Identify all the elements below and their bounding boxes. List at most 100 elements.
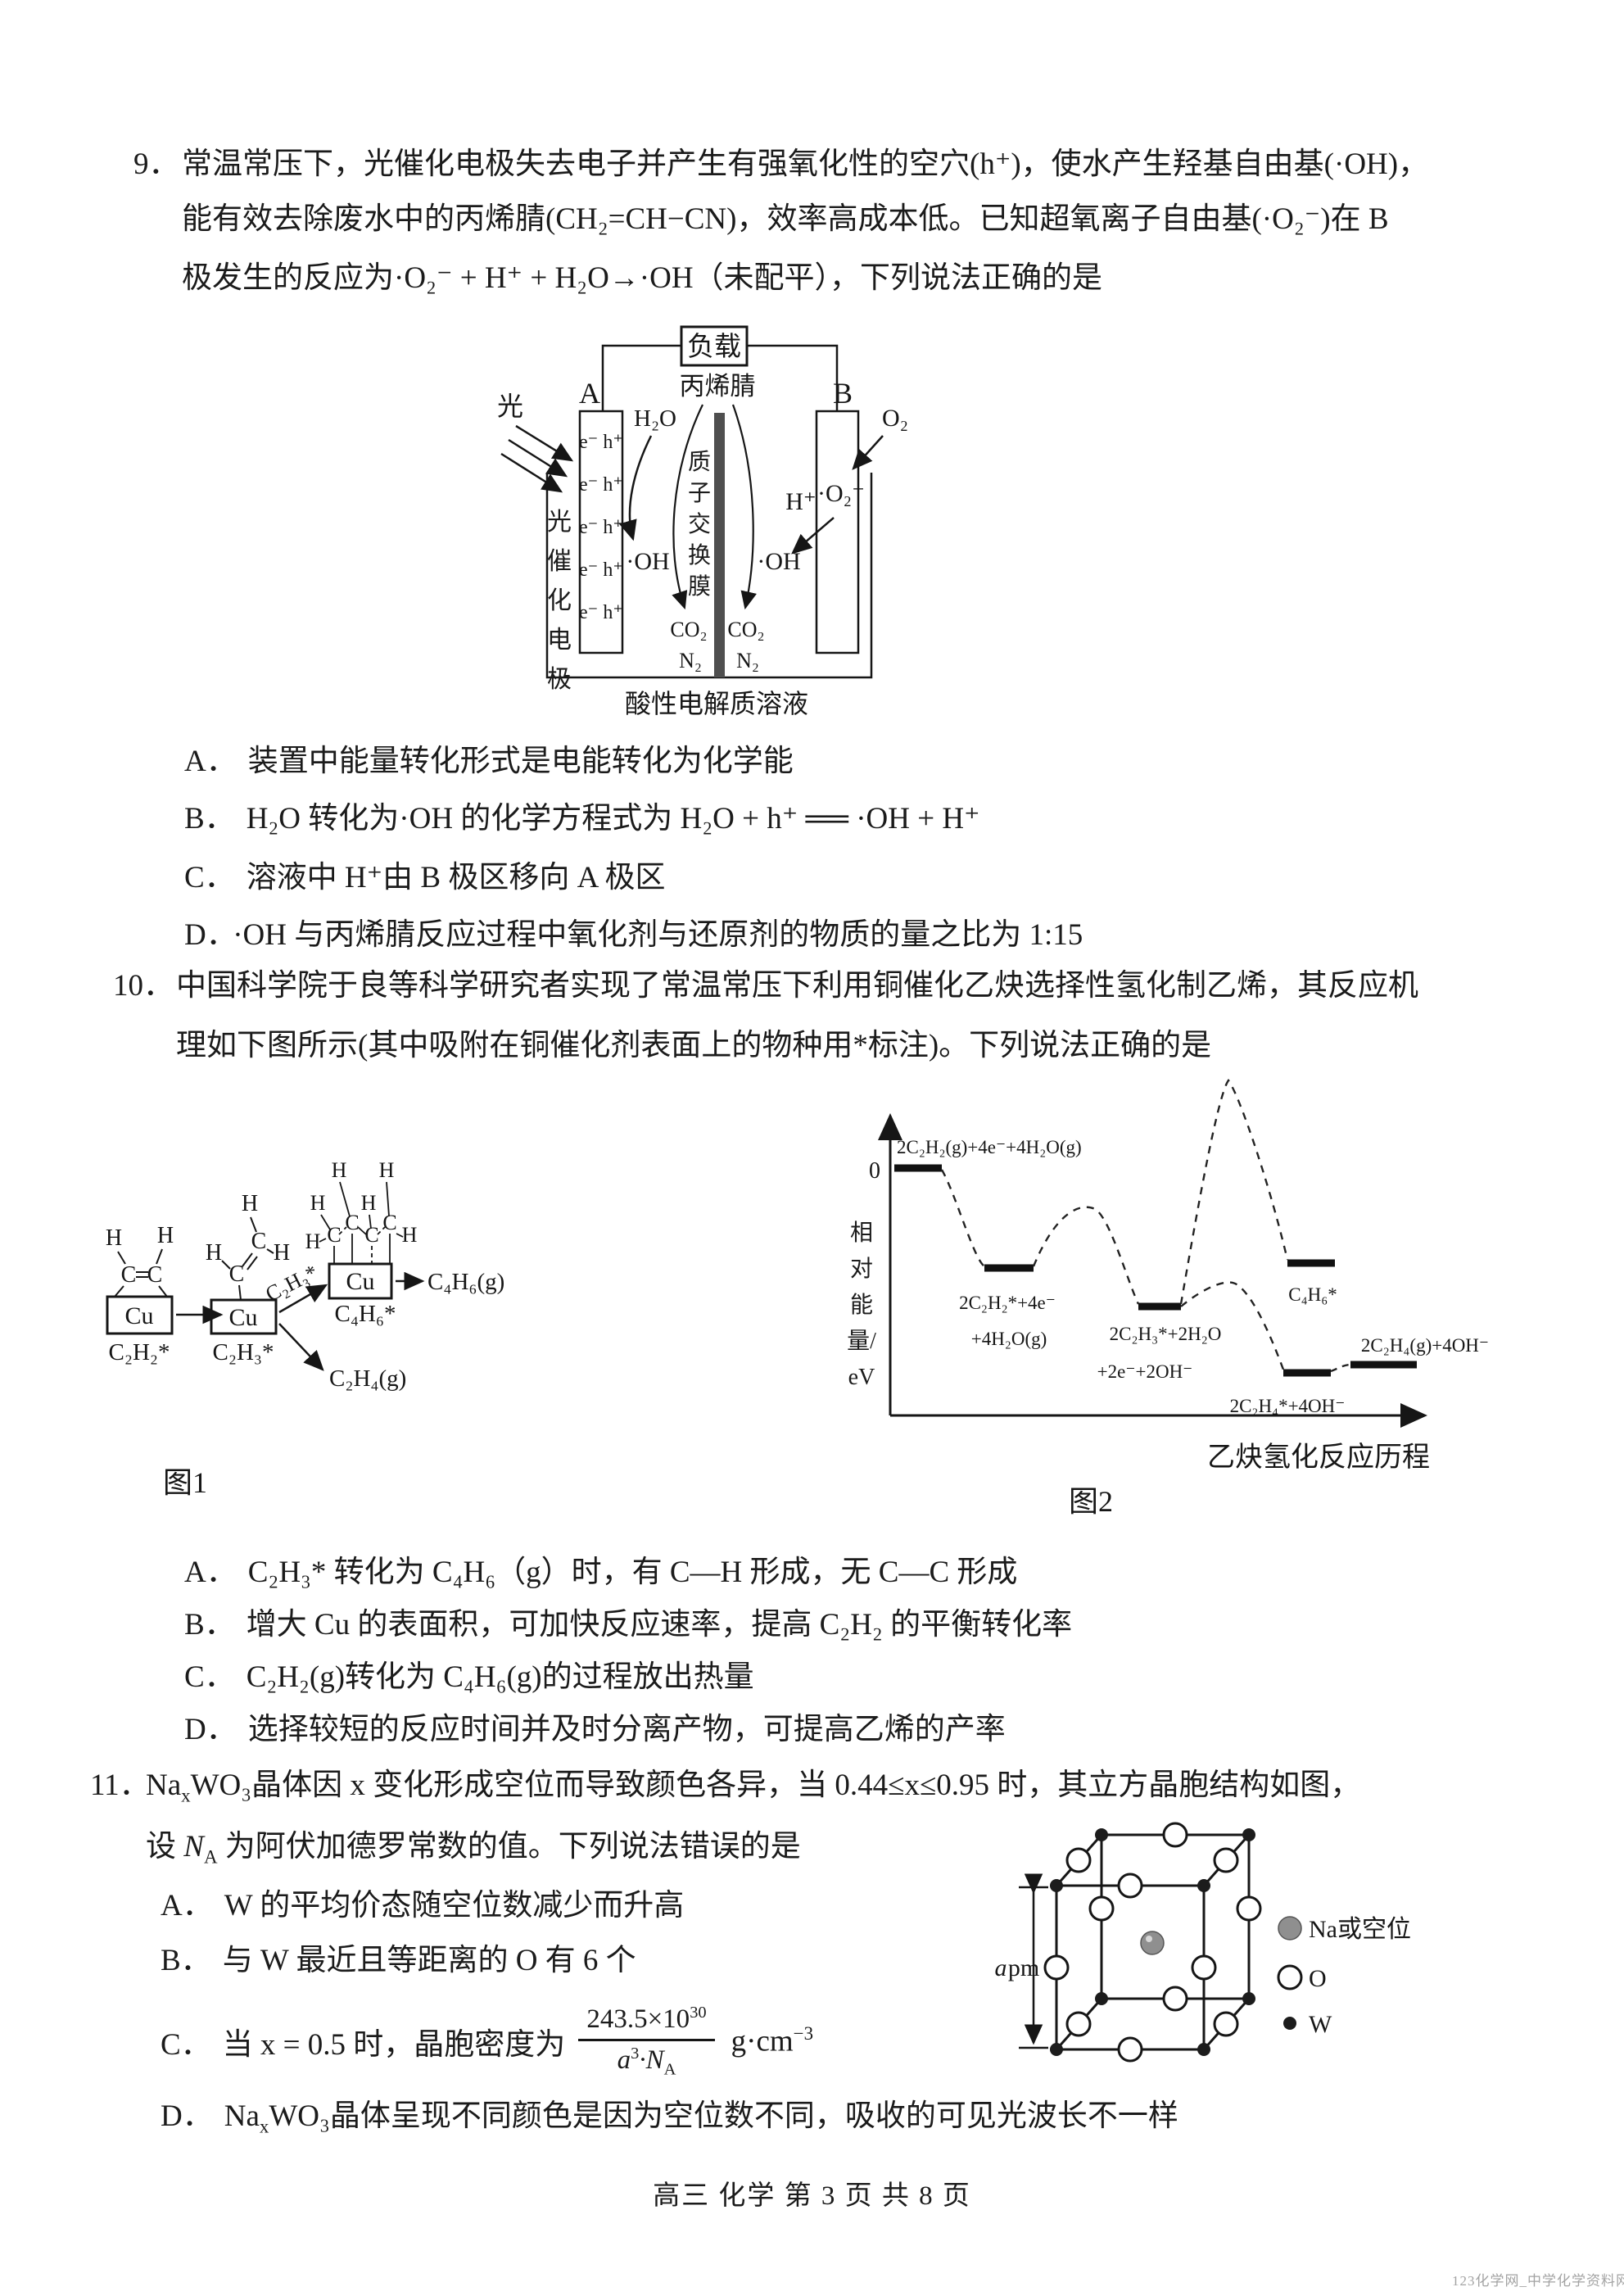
q9-option-d-text: ·OH 与丙烯腈反应过程中氧化剂与还原剂的物质的量之比为 1:15 <box>233 918 1083 952</box>
q11-stem-line2: 设 NA 为阿伏加德罗常数的值。下列说法错误的是 <box>146 1818 801 1877</box>
mol3-h: H <box>379 1158 395 1182</box>
q10-figure1: H H C C Cu C₂H₂* H C H H C Cu C₂H₃* C₂H₃… <box>106 1158 504 1499</box>
legend-w-icon <box>1283 2017 1296 2030</box>
w-atom <box>1095 1828 1108 1841</box>
o-atom <box>1117 1873 1143 1899</box>
level-5-label: 2C₂H₄*+4OH⁻ <box>1230 1396 1346 1416</box>
eh-pair-3: e⁻ h⁺ <box>579 517 623 538</box>
numerator-exponent: 30 <box>690 2003 707 2022</box>
load-label: 负载 <box>687 332 741 362</box>
h2o-label: H₂O <box>634 405 676 432</box>
path-1-2 <box>940 1169 985 1267</box>
superoxide-arrow <box>791 517 835 555</box>
denominator-na-sub: A <box>663 2060 676 2079</box>
q11-option-c-label: C． <box>161 2028 211 2062</box>
mol3-bond <box>339 1181 351 1217</box>
q9-option-c-text: 溶液中 H⁺由 B 极区移向 A 极区 <box>246 861 666 894</box>
co2-left-label: CO₂ <box>670 618 707 641</box>
legend-na-label: Na或空位 <box>1309 1916 1411 1943</box>
species1-label: C₂H₂* <box>108 1339 170 1365</box>
numerator-main: 243.5×10 <box>586 2004 690 2034</box>
level-4-label: C₄H₆* <box>1288 1284 1337 1305</box>
na-atom-highlight <box>1146 1936 1152 1942</box>
feed-curve-right <box>731 404 757 610</box>
species2-label: C₂H₃* <box>212 1339 274 1365</box>
feed-curve-left <box>672 404 703 610</box>
o-atom <box>1088 1895 1115 1922</box>
y-zero-tick: 0 <box>869 1158 880 1184</box>
q9-stem-line2: 能有效去除废水中的丙烯腈(CH₂=CH−CN)，效率高成本低。已知超氧离子自由基… <box>182 202 1389 236</box>
level-6-label: 2C₂H₄(g)+4OH⁻ <box>1361 1335 1489 1356</box>
mol3-c: C <box>327 1223 341 1247</box>
beaker <box>545 473 873 679</box>
oh-left-label: ·OH <box>626 548 669 575</box>
mol1-c1: C <box>121 1262 137 1288</box>
q11-option-d-post: WO₃晶体呈现不同颜色是因为空位数不同，吸收的可见光波长不一样 <box>269 2099 1178 2133</box>
q10-option-c-text: C₂H₂(g)转化为 C₄H₆(g)的过程放出热量 <box>246 1660 754 1694</box>
unit-main: g·cm <box>731 2024 794 2058</box>
mol3-cc-bond <box>357 1226 367 1235</box>
light-ray-2 <box>508 438 568 478</box>
q9-stem-line1: 常温常压下，光催化电极失去电子并产生有强氧化性的空穴(h⁺)，使水产生羟基自由基… <box>182 147 1429 181</box>
mol2-c-bottom: C <box>229 1261 245 1287</box>
product-c4h6-label: C₄H₆(g) <box>427 1269 504 1295</box>
cu-box-2-label: Cu <box>228 1304 257 1331</box>
site-watermark: 123化学网_中学化学资料网 <box>1452 2273 1624 2289</box>
o-atom <box>1117 2036 1143 2063</box>
mol2-bond <box>250 1216 257 1233</box>
cu-box-3 <box>328 1262 393 1300</box>
q10-stem-line2: 理如下图所示(其中吸附在铜催化剂表面上的物种用*标注)。下列说法正确的是 <box>176 1029 1212 1062</box>
level-3-label-1: 2C₂H₃*+2H₂O <box>1110 1324 1222 1344</box>
mol3-h: H <box>310 1191 326 1215</box>
eh-pair-4: e⁻ h⁺ <box>579 559 623 581</box>
o-atom <box>1162 1822 1188 1848</box>
q10-option-d: D．选择较短的反应时间并及时分离产物，可提高乙烯的产率 <box>184 1710 1006 1750</box>
q11-option-b: B．与 W 最近且等距离的 O 有 6 个 <box>161 1941 636 1981</box>
photo-electrode-vertical-label: 光催化电极 <box>547 509 572 693</box>
path-3-5 <box>1180 1281 1285 1370</box>
q11-option-c: C． 当 x = 0.5 时，晶胞密度为 243.5×1030 a3·NA g·… <box>161 1992 813 2090</box>
eh-pair-2: e⁻ h⁺ <box>579 474 623 496</box>
q10-option-b: B． 增大 Cu 的表面积，可加快反应速率，提高 C₂H₂ 的平衡转化率 <box>184 1605 1072 1645</box>
q11-stem1-sub: x <box>181 1785 191 1806</box>
oh-right-label: ·OH <box>757 548 800 575</box>
electrolyte-label: 酸性电解质溶液 <box>625 689 808 718</box>
q10-option-a: A．C₂H₃* 转化为 C₄H₆（g）时，有 C—H 形成，无 C—C 形成 <box>184 1553 1017 1592</box>
mol3-cc-bond <box>377 1226 386 1235</box>
mol2-bond <box>266 1248 274 1254</box>
o2-arrow <box>852 435 884 470</box>
mol2-bond <box>221 1260 231 1270</box>
light-label: 光 <box>497 392 523 421</box>
denominator-a: a <box>617 2045 631 2075</box>
legend-na-icon <box>1278 1916 1302 1941</box>
path-2-3 <box>1032 1206 1140 1305</box>
q11-unit-cell-figure: a pm Na或空位 O W <box>995 1822 1411 2063</box>
legend-w-label: W <box>1309 2011 1332 2038</box>
q10-option-a-label: A． <box>184 1556 237 1589</box>
mol2-h-right: H <box>274 1240 290 1266</box>
q10-option-c: C．C₂H₂(g)转化为 C₄H₆(g)的过程放出热量 <box>184 1658 754 1697</box>
level-2-label-1: 2C₂H₂*+4e⁻ <box>959 1293 1056 1313</box>
q10-option-d-text: 选择较短的反应时间并及时分离产物，可提高乙烯的产率 <box>247 1713 1006 1746</box>
mol1-surface-bond <box>158 1285 168 1297</box>
o2-label: O₂ <box>882 405 908 432</box>
dim-a-label: a <box>995 1954 1007 1981</box>
denominator-na-symbol: ·N <box>639 2045 664 2075</box>
figure2-y-axis-vertical-label: 相对能量/eV <box>847 1220 876 1390</box>
q11-stem2-pre: 设 <box>146 1830 184 1864</box>
q9-option-d: D．·OH 与丙烯腈反应过程中氧化剂与还原剂的物质的量之比为 1:15 <box>184 916 1083 955</box>
mol3-h: H <box>332 1158 347 1182</box>
level-2-label-2: +4H₂O(g) <box>971 1329 1047 1349</box>
q9-option-b: B．H₂O 转化为·OH 的化学方程式为 H₂O + h⁺ ══ ·OH + H… <box>184 799 980 839</box>
h2o-to-oh-arrow <box>618 435 653 541</box>
q10-option-b-label: B． <box>184 1608 235 1642</box>
q11-option-a-text: W 的平均价态随空位数减少而升高 <box>224 1889 685 1922</box>
o-atom <box>1065 2011 1092 2037</box>
o-atom <box>1191 1954 1217 1981</box>
h-plus-label: H⁺ <box>785 488 817 515</box>
q10-option-b-text: 增大 Cu 的表面积，可加快反应速率，提高 C₂H₂ 的平衡转化率 <box>246 1608 1073 1642</box>
w-atom <box>1242 1992 1255 2005</box>
mol3-bond <box>320 1214 331 1230</box>
q9-option-a: A．装置中能量转化形式是电能转化为化学能 <box>184 742 794 781</box>
